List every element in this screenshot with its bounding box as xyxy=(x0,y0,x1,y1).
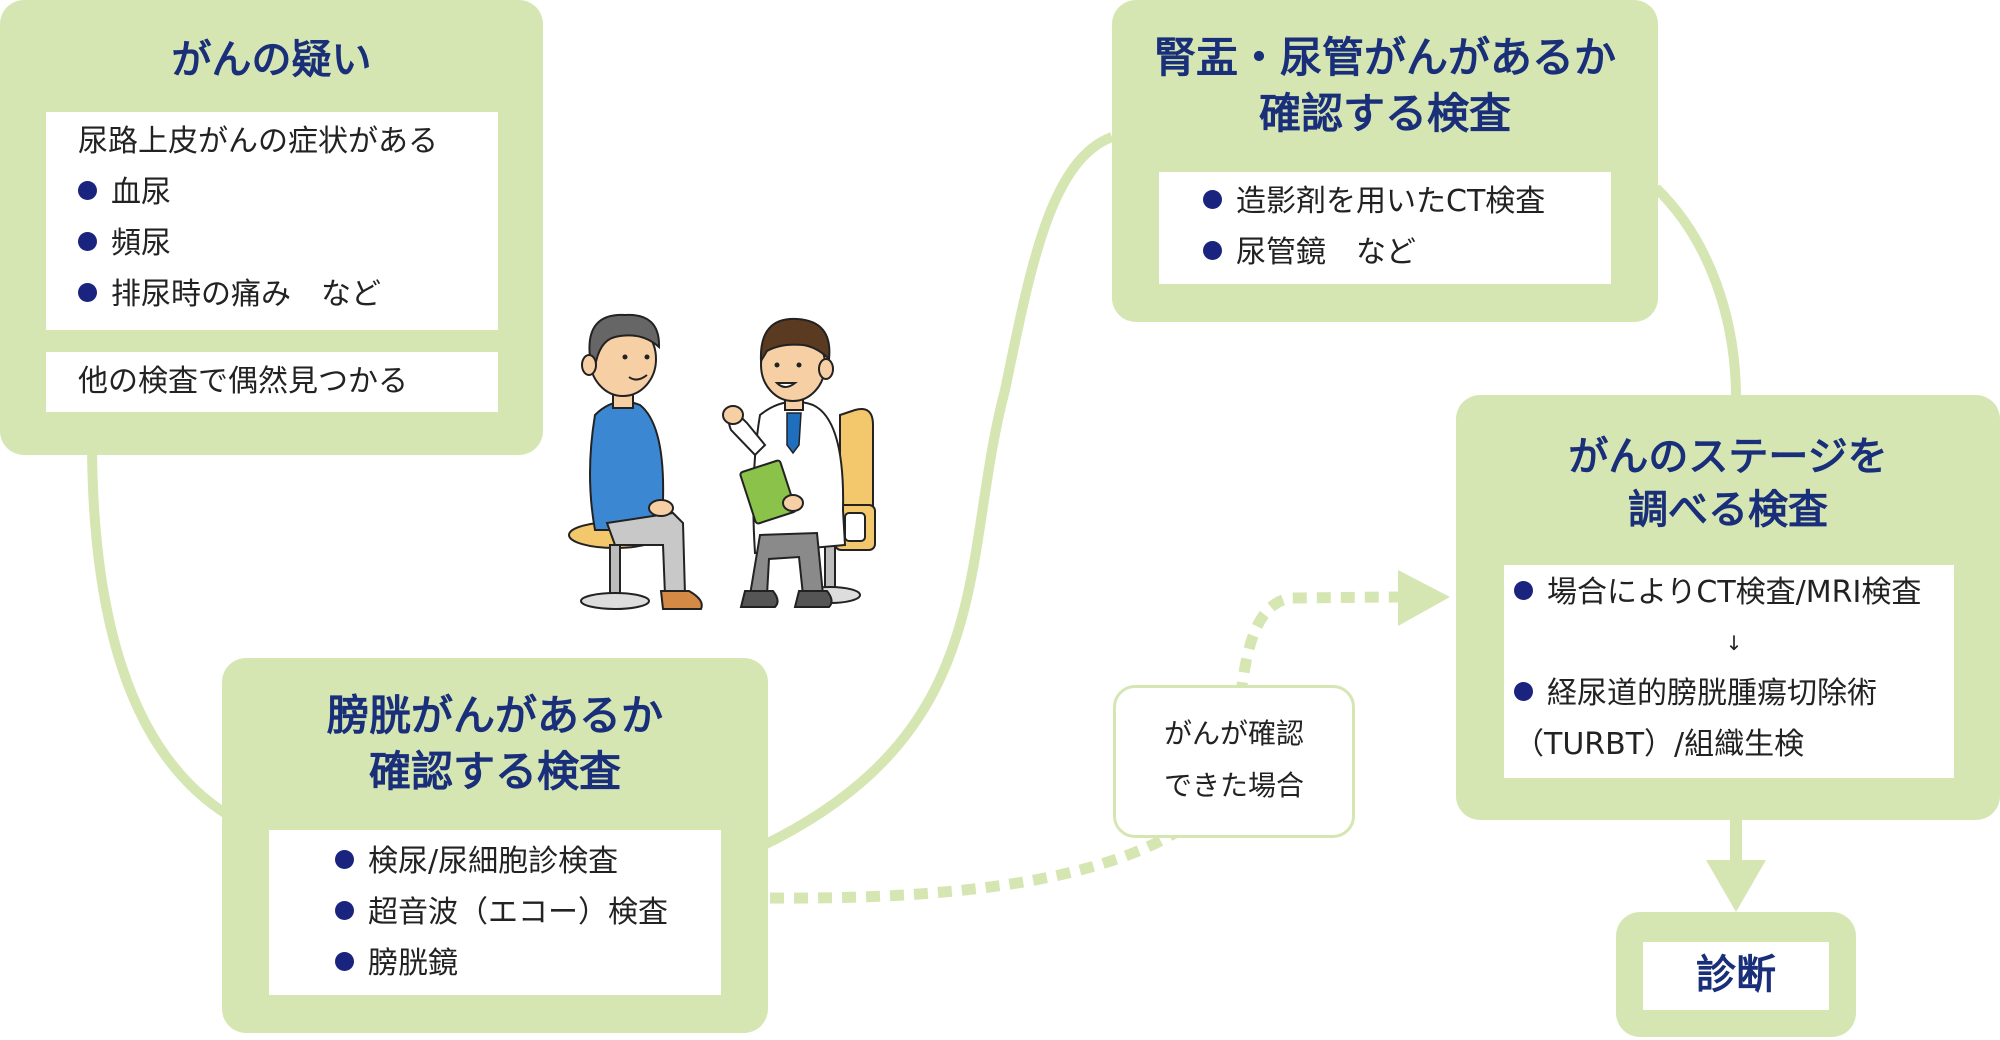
doctor-figure xyxy=(722,317,847,608)
list-item-continuation: （TURBT）/組織生検 xyxy=(1514,727,1805,762)
bladder-exam-box: 膀胱がんがあるか 確認する検査 検尿/尿細胞診検査 超音波（エコー）検査 膀胱鏡 xyxy=(222,658,768,1033)
list-item: 超音波（エコー）検査 xyxy=(335,887,721,938)
bullet-icon xyxy=(78,283,97,302)
connector-upper-to-stage xyxy=(1652,184,1741,399)
bullet-icon xyxy=(78,232,97,251)
list-item: 尿管鏡 など xyxy=(1203,227,1611,278)
patient-figure xyxy=(581,313,703,610)
list-item: 排尿時の痛み など xyxy=(78,269,498,320)
bullet-icon xyxy=(335,901,354,920)
upper-tract-exam-panel: 造影剤を用いたCT検査 尿管鏡 など xyxy=(1159,172,1611,284)
stage-exam-box: がんのステージを 調べる検査 場合によりCT検査/MRI検査 ↓ 経尿道的膀胱腫… xyxy=(1456,395,2000,820)
diagnosis-panel: 診断 xyxy=(1643,942,1829,1010)
bullet-icon xyxy=(1514,581,1533,600)
connector-bladder-to-upper xyxy=(759,132,1114,851)
doubt-box: がんの疑い 尿路上皮がんの症状がある 血尿 頻尿 排尿時の痛み など 他の検査で… xyxy=(0,0,543,455)
confirmed-note: がんが確認 できた場合 xyxy=(1113,685,1355,838)
arrowhead-to-diagnosis xyxy=(1706,860,1766,912)
bullet-icon xyxy=(1203,241,1222,260)
doubt-symptom-heading: 尿路上皮がんの症状がある xyxy=(78,124,438,159)
upper-tract-exam-box: 腎盂・尿管がんがあるか 確認する検査 造影剤を用いたCT検査 尿管鏡 など xyxy=(1112,0,1658,322)
stage-exam-title: がんのステージを 調べる検査 xyxy=(1568,434,1888,534)
diagnosis-box: 診断 xyxy=(1616,912,1856,1037)
list-item: 経尿道的膀胱腫瘍切除術 xyxy=(1514,668,1954,719)
doubt-title: がんの疑い xyxy=(171,37,372,83)
bullet-icon xyxy=(335,952,354,971)
down-arrow-icon: ↓ xyxy=(1725,631,1743,655)
bullet-icon xyxy=(335,850,354,869)
bullet-icon xyxy=(78,181,97,200)
upper-tract-exam-title: 腎盂・尿管がんがあるか 確認する検査 xyxy=(1153,33,1616,138)
connector-stage-to-diagnosis xyxy=(1730,820,1742,862)
list-item: 検尿/尿細胞診検査 xyxy=(335,836,721,887)
list-item: 膀胱鏡 xyxy=(335,938,721,989)
bladder-exam-panel: 検尿/尿細胞診検査 超音波（エコー）検査 膀胱鏡 xyxy=(269,830,721,995)
list-item: 場合によりCT検査/MRI検査 xyxy=(1514,567,1954,618)
list-item: 血尿 xyxy=(78,167,498,218)
doubt-incidental-panel: 他の検査で偶然見つかる xyxy=(46,352,498,412)
arrowhead-to-stage xyxy=(1398,570,1450,626)
doubt-symptom-panel: 尿路上皮がんの症状がある 血尿 頻尿 排尿時の痛み など xyxy=(46,112,498,330)
doctor-patient-illustration xyxy=(568,313,876,610)
bullet-icon xyxy=(1203,190,1222,209)
list-item: 頻尿 xyxy=(78,218,498,269)
list-item: 造影剤を用いたCT検査 xyxy=(1203,176,1611,227)
connector-doubt-to-bladder xyxy=(87,439,231,820)
bladder-exam-title: 膀胱がんがあるか 確認する検査 xyxy=(326,691,663,796)
stage-exam-panel: 場合によりCT検査/MRI検査 ↓ 経尿道的膀胱腫瘍切除術 （TURBT）/組織… xyxy=(1504,565,1954,778)
dotted-connector-confirmed xyxy=(769,591,1399,904)
bullet-icon xyxy=(1514,682,1533,701)
